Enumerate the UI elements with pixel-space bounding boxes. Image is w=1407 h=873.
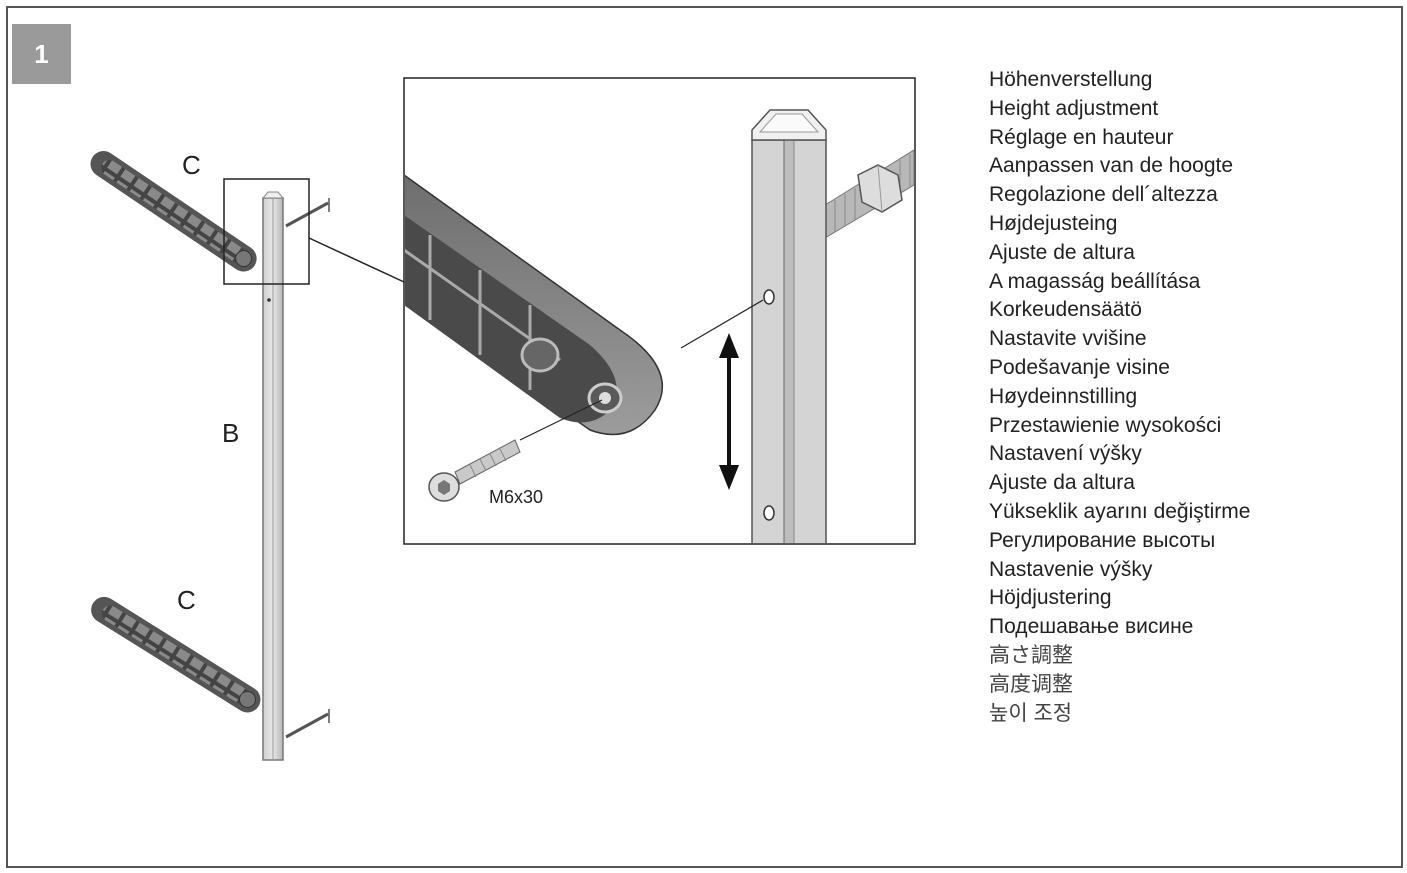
screw-bottom-overview [285, 709, 330, 739]
translation-item: Nastavení výšky [989, 442, 1142, 466]
step-number-badge: 1 [12, 24, 71, 84]
translation-item: Nastavite vvišine [989, 327, 1147, 351]
translation-item: Przestawienie wysokości [989, 413, 1222, 437]
translation-item: Podešavanje visine [989, 355, 1170, 379]
translation-item: Højdejusteing [989, 211, 1118, 235]
zoom-leader-line [308, 237, 405, 283]
label-part-b: B [222, 418, 239, 448]
translation-item: Height adjustment [989, 96, 1159, 120]
detail-inset [403, 77, 916, 545]
label-part-c-top: C [182, 150, 201, 180]
translation-item: Regolazione dell´altezza [989, 183, 1218, 207]
height-adjust-arrow-icon [719, 333, 739, 490]
label-screw-size: M6x30 [489, 487, 543, 507]
translation-list: Höhenverstellung Height adjustment Régla… [989, 66, 1250, 728]
translation-item: Ajuste de altura [989, 240, 1135, 264]
translation-item: Регулирование высоты [989, 528, 1216, 552]
translation-item: A magasság beállítása [989, 269, 1201, 293]
translation-item: Höjdjustering [989, 586, 1112, 610]
translation-item: 高さ調整 [989, 643, 1073, 667]
translation-item: Nastavenie výšky [989, 557, 1153, 581]
translation-item: Aanpassen van de hoogte [989, 154, 1234, 178]
screw-top-overview [285, 198, 330, 228]
translation-item: Ajuste da altura [989, 471, 1135, 495]
detail-post [751, 109, 827, 543]
translation-item: Yükseklik ayarını değiştirme [989, 499, 1251, 523]
translation-item: Réglage en hauteur [989, 125, 1174, 149]
translation-item: Höhenverstellung [989, 68, 1153, 91]
translation-item: Korkeudensäätö [989, 298, 1142, 322]
arm-c-top [90, 151, 257, 272]
translation-item: Høydeinnstilling [989, 384, 1138, 408]
screw-m6x30 [428, 399, 603, 502]
translation-item: Подешавање висине [989, 615, 1194, 639]
arm-c-bottom [91, 596, 261, 713]
translation-item: 高度调整 [989, 672, 1073, 696]
translation-item: 높이 조정 [989, 701, 1073, 725]
threaded-rod [824, 149, 914, 239]
post-b [261, 191, 285, 761]
label-part-c-bottom: C [177, 585, 196, 615]
zoom-marker-box [223, 178, 310, 285]
